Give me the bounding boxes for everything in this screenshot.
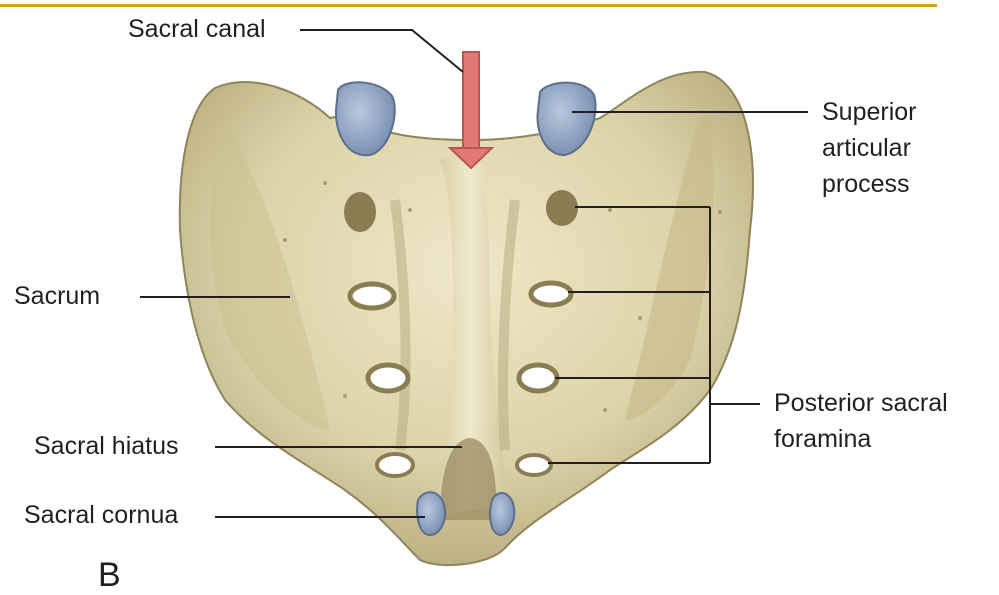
label-posterior-sacral-line1: Posterior sacral	[774, 388, 948, 419]
leader-sacral-canal	[300, 30, 463, 72]
foramen-left-1	[344, 192, 376, 232]
sacral-cornu-right	[490, 493, 514, 535]
label-sacrum: Sacrum	[14, 281, 100, 312]
label-posterior-sacral-line2: foramina	[774, 424, 871, 455]
foramen-left-3	[368, 365, 408, 391]
label-superior-articular-line3: process	[822, 169, 910, 200]
sacrum-diagram	[0, 0, 999, 578]
foramen-right-2	[531, 283, 571, 305]
foramen-right-4	[517, 455, 551, 475]
label-sacral-cornua: Sacral cornua	[24, 500, 178, 531]
foramen-right-1	[546, 190, 578, 226]
label-superior-articular-line1: Superior	[822, 97, 917, 128]
label-sacral-hiatus: Sacral hiatus	[34, 431, 179, 462]
panel-letter: B	[98, 556, 121, 595]
sacral-cornu-left	[417, 492, 445, 535]
sacral-canal-arrow	[450, 52, 492, 168]
foramen-left-2	[350, 284, 394, 308]
foramen-right-3	[519, 365, 557, 391]
label-sacral-canal: Sacral canal	[128, 14, 266, 45]
foramen-left-4	[377, 454, 413, 476]
label-superior-articular-line2: articular	[822, 133, 911, 164]
